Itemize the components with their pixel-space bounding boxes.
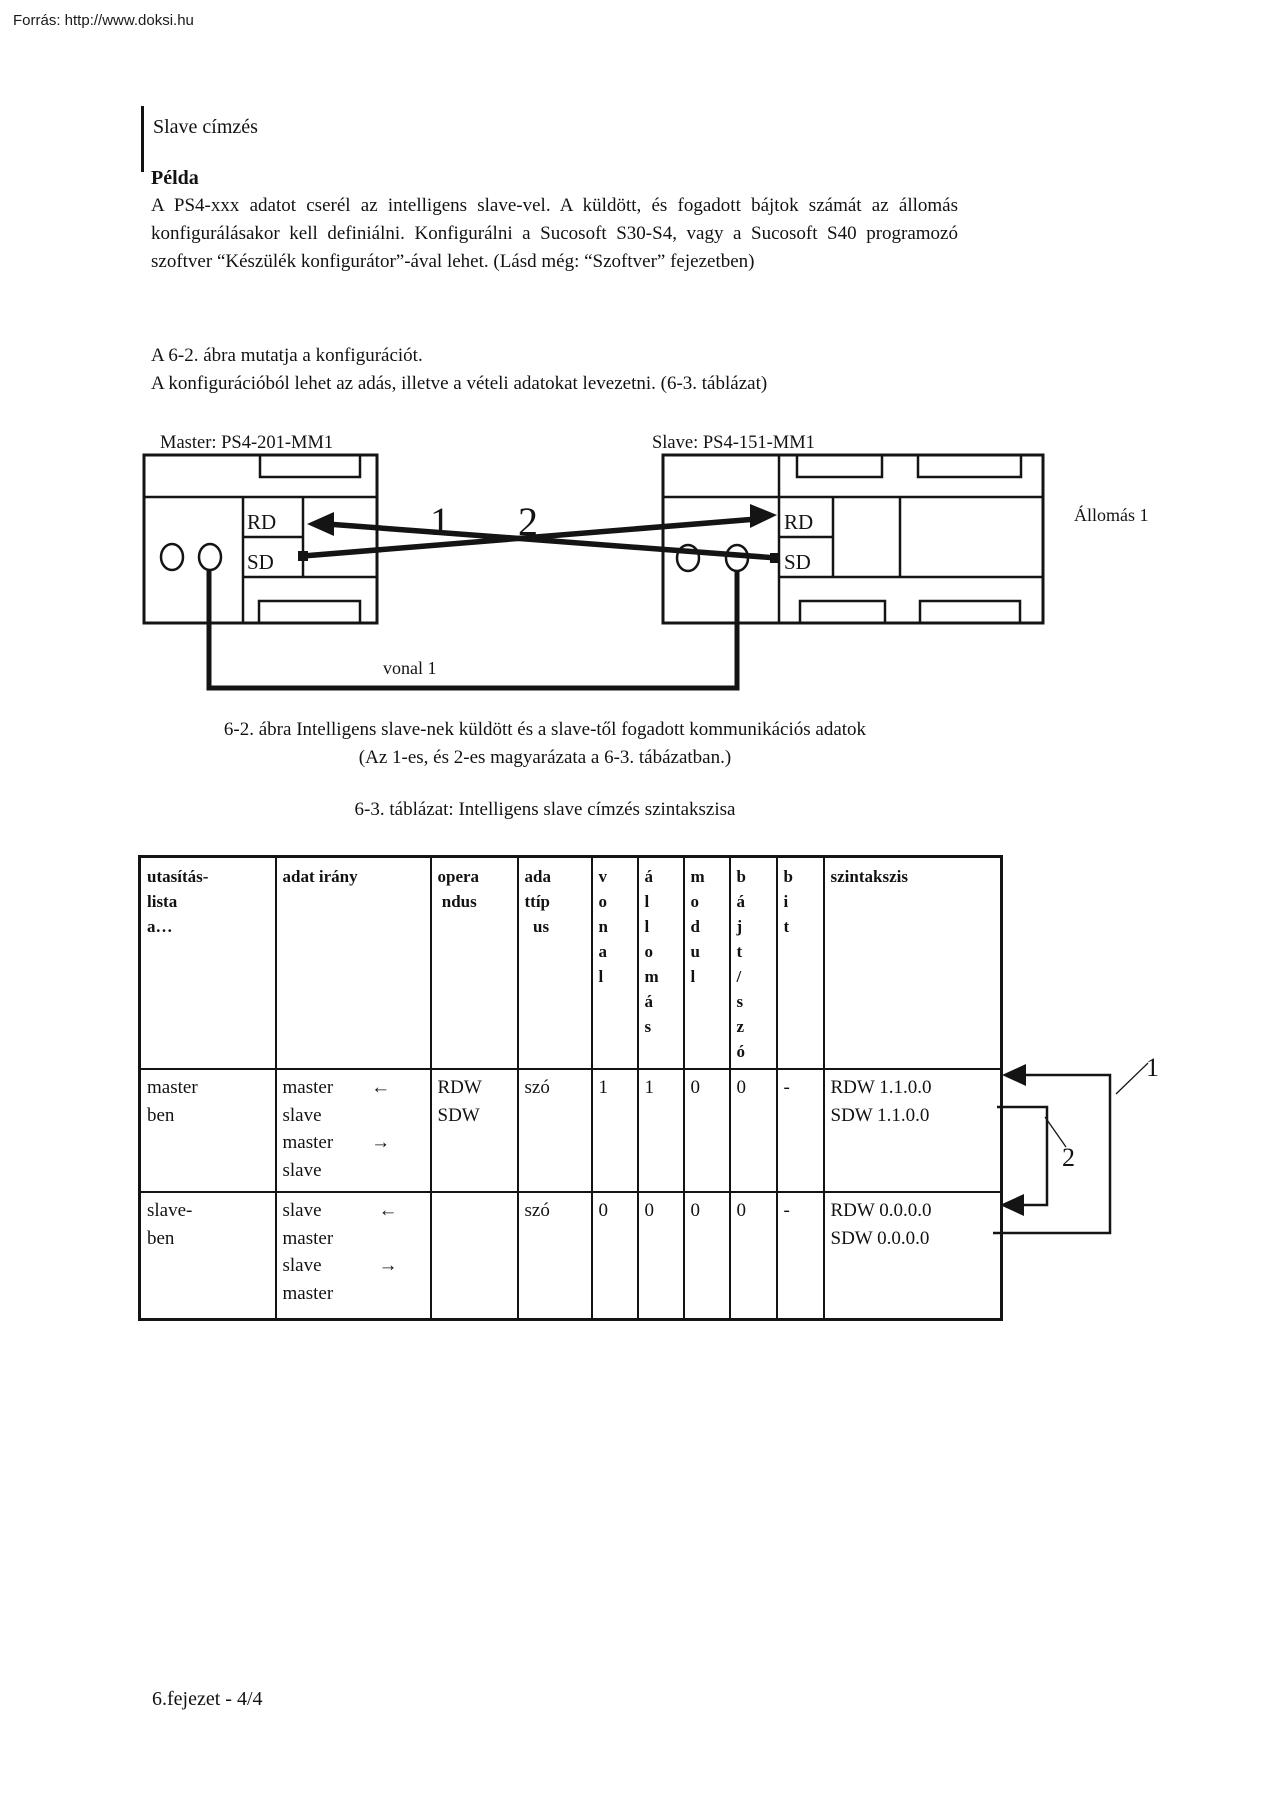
col-header-bajt-szo: b á j t / s z ó	[728, 855, 778, 1070]
master-sd-to-slave-rd-line	[302, 516, 758, 559]
cell-vonal: 0	[590, 1191, 639, 1320]
cell-data-direction: master ← slave master → slave	[274, 1068, 432, 1193]
table-header-row: utasítás- lista a… adat irány opera ndus…	[138, 855, 1003, 1070]
table-title: 6-3. táblázat: Intelligens slave címzés …	[354, 799, 736, 820]
callout-1-arrowhead-icon	[1002, 1064, 1026, 1086]
col-header-utasitaslista: utasítás- lista a…	[138, 855, 277, 1070]
example-heading: Példa	[151, 167, 199, 189]
arrow-1-number: 1	[430, 499, 450, 544]
master-frame	[142, 453, 379, 625]
slave-device: RD SD Slave: PS4-151-MM1	[652, 433, 1045, 625]
figure-caption-line-2: (Az 1-es, és 2-es magyarázata a 6-3. táb…	[358, 747, 732, 768]
slave-terminal-1	[675, 543, 701, 573]
page-footer: 6.fejezet - 4/4	[152, 1688, 263, 1710]
cell-vonal: 1	[590, 1068, 639, 1193]
slave-frame	[661, 453, 1045, 625]
cell-modul: 0	[682, 1191, 731, 1320]
cell-bit: -	[775, 1191, 825, 1320]
col-header-modul: m o d u l	[682, 855, 731, 1070]
margin-change-bar	[141, 106, 144, 172]
col-header-vonal: v o n a l	[590, 855, 639, 1070]
syntax-table: utasítás- lista a… adat irány opera ndus…	[138, 855, 1003, 1321]
master-sd-label: SD	[247, 550, 274, 574]
vonal-1-wire	[206, 570, 740, 691]
station-1-label: Állomás 1	[1074, 504, 1149, 525]
figure-caption-line-1: 6-2. ábra Intelligens slave-nek küldött …	[223, 719, 867, 740]
col-header-allomas: á l l o m á s	[636, 855, 685, 1070]
cell-operand: RDW SDW	[429, 1068, 519, 1193]
slave-rd-label: RD	[784, 510, 813, 534]
master-rd-label: RD	[247, 510, 276, 534]
master-device: RD SD Master: PS4-201-MM1	[142, 433, 379, 625]
callout-2-arrowhead-icon	[1000, 1194, 1024, 1216]
cell-bajt-szo: 0	[728, 1068, 778, 1193]
callout-2-leader-line	[1044, 1116, 1067, 1148]
figure-reference-line: A 6-2. ábra mutatja a konfigurációt.	[151, 345, 423, 366]
master-terminal-2	[197, 542, 223, 572]
source-url-line: Forrás: http://www.doksi.hu	[13, 12, 194, 29]
cell-syntax: RDW 0.0.0.0 SDW 0.0.0.0	[822, 1191, 1003, 1320]
callout-loop-1	[993, 1073, 1112, 1235]
col-header-szintakszis: szintakszis	[822, 855, 1003, 1070]
cell-data-direction: slave ← master slave → master	[274, 1191, 432, 1320]
cell-bajt-szo: 0	[728, 1191, 778, 1320]
cell-scope: master ben	[138, 1068, 277, 1193]
callout-2-number: 2	[1062, 1143, 1075, 1172]
table-row-masterben: master ben master ← slave master → slave…	[138, 1068, 1003, 1193]
callout-1-number: 1	[1146, 1053, 1159, 1082]
master-bottom-port	[257, 599, 362, 625]
col-header-operandus: opera ndus	[429, 855, 519, 1070]
table-reference-line: A konfigurációból lehet az adás, illetve…	[151, 373, 768, 394]
slave-top-port-2	[916, 453, 1023, 479]
slave-sd-label: SD	[784, 550, 811, 574]
arrow-2-number: 2	[518, 499, 538, 544]
cell-modul: 0	[682, 1068, 731, 1193]
cell-syntax: RDW 1.1.0.0 SDW 1.1.0.0	[822, 1068, 1003, 1193]
slave-device-label: Slave: PS4-151-MM1	[652, 433, 815, 453]
master-top-port	[258, 453, 362, 479]
col-header-adat-irany: adat irány	[274, 855, 432, 1070]
slave-top-port-1	[795, 453, 884, 479]
arrowhead-into-slave-rd-icon	[750, 504, 777, 528]
slave-terminal-2	[724, 543, 750, 573]
slave-bottom-port-1	[798, 599, 887, 625]
master-device-label: Master: PS4-201-MM1	[160, 433, 333, 453]
section-title: Slave címzés	[153, 116, 258, 138]
col-header-adattipus: ada ttíp us	[516, 855, 593, 1070]
cell-operand	[429, 1191, 519, 1320]
master-terminal-1	[159, 542, 185, 572]
slave-bottom-port-2	[918, 599, 1022, 625]
table-callout-arrows: 1 2	[993, 1053, 1159, 1235]
cell-datatype: szó	[516, 1068, 593, 1193]
cell-allomas: 1	[636, 1068, 685, 1193]
col-header-bit: b i t	[775, 855, 825, 1070]
example-paragraph: A PS4-xxx adatot cserél az intelligens s…	[151, 195, 958, 272]
callout-loop-2	[997, 1105, 1049, 1207]
callout-1-leader-line	[1115, 1062, 1149, 1095]
cell-datatype: szó	[516, 1191, 593, 1320]
slave-sd-to-master-rd-line	[326, 521, 778, 561]
bus-line: vonal 1	[206, 570, 740, 691]
communication-arrows: 1 2	[298, 499, 780, 563]
arrowhead-into-master-rd-icon	[307, 512, 334, 536]
cell-allomas: 0	[636, 1191, 685, 1320]
table-row-slaveben: slave- ben slave ← master slave → master…	[138, 1191, 1003, 1320]
slave-sd-tap-dot	[770, 553, 780, 563]
cell-scope: slave- ben	[138, 1191, 277, 1320]
vonal-1-label: vonal 1	[383, 658, 437, 678]
cell-bit: -	[775, 1068, 825, 1193]
master-sd-tap-dot	[298, 551, 308, 561]
